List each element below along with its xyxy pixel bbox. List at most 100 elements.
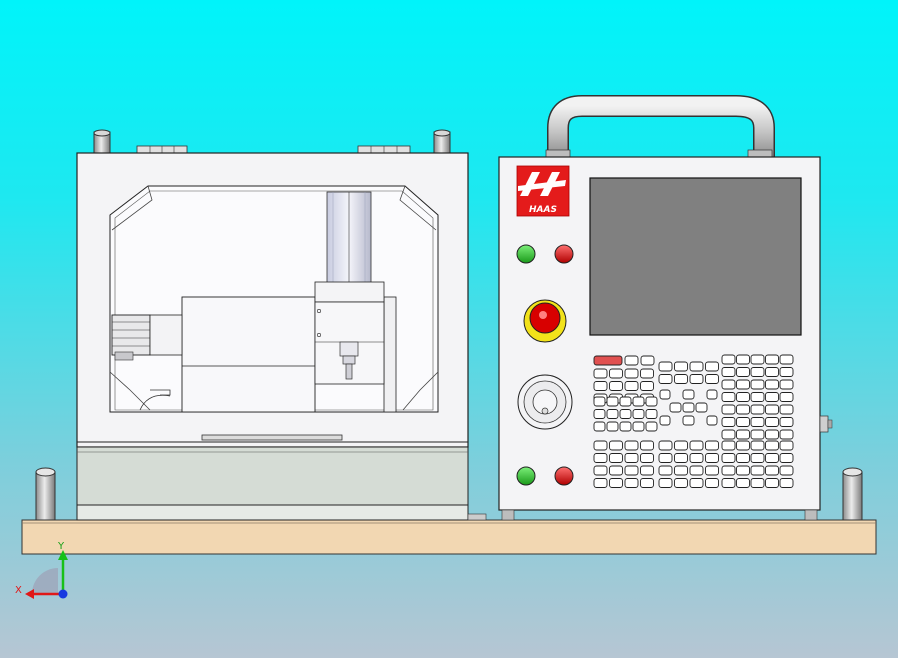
keypad-key[interactable] <box>750 465 765 476</box>
view-triad[interactable]: Y X <box>10 538 74 608</box>
keypad-key[interactable] <box>779 354 794 365</box>
keypad-key[interactable] <box>750 404 765 415</box>
keypad-key[interactable] <box>736 440 750 451</box>
cycle-start-button-top[interactable] <box>516 244 536 264</box>
keypad-key[interactable] <box>765 367 779 377</box>
keypad-key[interactable] <box>721 354 736 365</box>
keypad-key[interactable] <box>659 389 671 400</box>
keypad-key[interactable] <box>706 415 718 426</box>
keypad-key[interactable] <box>632 396 645 407</box>
keypad-key[interactable] <box>765 440 779 451</box>
keypad-key[interactable] <box>736 367 750 377</box>
keypad-key[interactable] <box>765 478 779 488</box>
keypad-key[interactable] <box>779 429 794 440</box>
keypad-key[interactable] <box>609 440 623 451</box>
keypad-key[interactable] <box>682 415 695 426</box>
keypad-key[interactable] <box>645 421 658 432</box>
keypad-key[interactable] <box>659 415 671 426</box>
keypad-key[interactable] <box>632 409 645 419</box>
keypad-key[interactable] <box>750 417 765 427</box>
keypad-key[interactable] <box>705 478 719 488</box>
keypad-key[interactable] <box>721 392 736 402</box>
keypad-key[interactable] <box>721 440 736 451</box>
feed-hold-button-bottom[interactable] <box>554 466 574 486</box>
keypad-key[interactable] <box>624 465 639 476</box>
keypad-key[interactable] <box>640 368 654 379</box>
keypad-key[interactable] <box>736 453 750 463</box>
keypad-key[interactable] <box>705 453 719 463</box>
keypad-key[interactable] <box>606 396 619 407</box>
keypad-key[interactable] <box>689 374 704 384</box>
keypad-key[interactable] <box>689 440 704 451</box>
keypad-key[interactable] <box>779 453 794 463</box>
keypad-key[interactable] <box>640 440 654 451</box>
keypad-key[interactable] <box>593 440 608 451</box>
keypad-key[interactable] <box>721 453 736 463</box>
keypad-key[interactable] <box>593 453 608 463</box>
keypad-key[interactable] <box>765 404 779 415</box>
keypad-key[interactable] <box>721 379 736 390</box>
keypad-key[interactable] <box>640 453 654 463</box>
keypad-key[interactable] <box>779 417 794 427</box>
keypad-key[interactable] <box>750 453 765 463</box>
keypad-key[interactable] <box>736 354 750 365</box>
keypad-key[interactable] <box>750 379 765 390</box>
keypad-key[interactable] <box>765 379 779 390</box>
keypad-key[interactable] <box>765 465 779 476</box>
keypad-key[interactable] <box>674 453 688 463</box>
keypad-key[interactable] <box>736 417 750 427</box>
keypad-key[interactable] <box>721 465 736 476</box>
keypad-key[interactable] <box>682 389 695 400</box>
keypad-key[interactable] <box>658 453 673 463</box>
jog-handle-wheel[interactable] <box>517 374 573 430</box>
keypad-key[interactable] <box>624 478 639 488</box>
keypad-key[interactable] <box>619 421 632 432</box>
keypad-key[interactable] <box>779 379 794 390</box>
keypad-key[interactable] <box>674 478 688 488</box>
keypad-key[interactable] <box>705 374 719 384</box>
keypad-key[interactable] <box>779 478 794 488</box>
keypad-key[interactable] <box>593 478 608 488</box>
keypad-key[interactable] <box>624 440 639 451</box>
keypad-key[interactable] <box>593 368 608 379</box>
keypad-key[interactable] <box>658 478 673 488</box>
keypad-key[interactable] <box>593 355 623 366</box>
keypad-key[interactable] <box>750 392 765 402</box>
keypad-key[interactable] <box>606 421 619 432</box>
keypad-key[interactable] <box>705 465 719 476</box>
keypad-key[interactable] <box>721 417 736 427</box>
keypad-key[interactable] <box>624 355 639 366</box>
keypad-key[interactable] <box>669 402 682 413</box>
keypad-key[interactable] <box>593 396 606 407</box>
keypad-key[interactable] <box>609 381 623 391</box>
keypad-key[interactable] <box>736 429 750 440</box>
keypad-key[interactable] <box>689 453 704 463</box>
feed-hold-button-top[interactable] <box>554 244 574 264</box>
keypad-key[interactable] <box>779 465 794 476</box>
keypad-key[interactable] <box>705 440 719 451</box>
keypad-key[interactable] <box>736 465 750 476</box>
keypad-key[interactable] <box>624 453 639 463</box>
keypad-key[interactable] <box>640 478 654 488</box>
keypad-key[interactable] <box>609 453 623 463</box>
keypad-key[interactable] <box>658 361 673 372</box>
keypad-key[interactable] <box>779 440 794 451</box>
keypad-key[interactable] <box>736 379 750 390</box>
keypad-key[interactable] <box>765 392 779 402</box>
keypad-key[interactable] <box>640 355 655 366</box>
keypad-key[interactable] <box>624 368 639 379</box>
keypad-key[interactable] <box>689 478 704 488</box>
keypad-key[interactable] <box>682 402 695 413</box>
keypad-key[interactable] <box>736 392 750 402</box>
keypad-key[interactable] <box>593 409 606 419</box>
keypad-key[interactable] <box>765 429 779 440</box>
keypad-key[interactable] <box>689 465 704 476</box>
keypad-key[interactable] <box>609 478 623 488</box>
keypad-key[interactable] <box>779 404 794 415</box>
keypad-key[interactable] <box>721 429 736 440</box>
emergency-stop-button[interactable] <box>523 299 567 343</box>
keypad-key[interactable] <box>674 465 688 476</box>
keypad-key[interactable] <box>658 465 673 476</box>
keypad-key[interactable] <box>750 440 765 451</box>
